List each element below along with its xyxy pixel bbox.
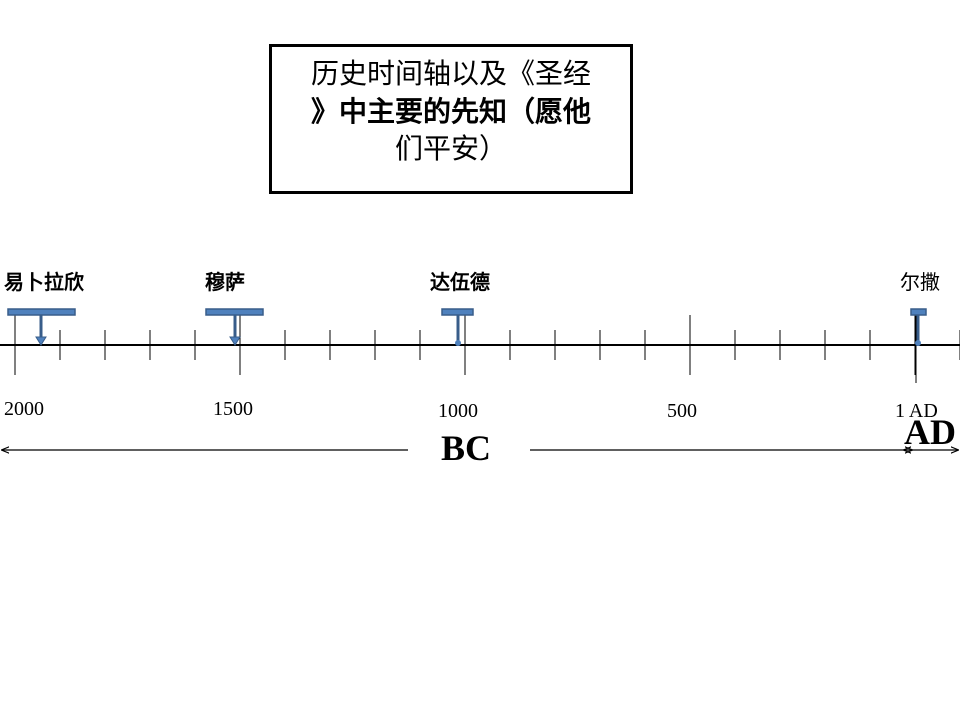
year-label-1500: 1500 <box>213 398 253 420</box>
title-box: 历史时间轴以及《圣经 》中主要的先知（愿他 们平安） <box>269 44 633 194</box>
marker-dot-dawud <box>455 340 461 346</box>
year-label-2000: 2000 <box>4 398 44 420</box>
marker-isa <box>910 308 927 346</box>
title-line-3: 们平安） <box>394 132 507 165</box>
marker-bar-musa <box>205 308 264 316</box>
era-label-ad: AD <box>904 412 956 452</box>
era-label-bc: BC <box>441 428 492 468</box>
marker-bar-ibrahim <box>7 308 76 316</box>
marker-arrow-ibrahim <box>35 336 47 346</box>
marker-dot-isa <box>915 340 921 346</box>
marker-bar-dawud <box>441 308 474 316</box>
marker-bar-isa <box>910 308 927 316</box>
marker-musa <box>205 308 264 346</box>
title-line-1: 历史时间轴以及《圣经 <box>310 57 591 90</box>
year-label-1000: 1000 <box>438 400 478 422</box>
timeline-ticks <box>14 315 960 383</box>
year-label-500: 500 <box>667 400 697 422</box>
prophet-label-ibrahim: 易卜拉欣 <box>4 270 84 294</box>
prophet-label-musa: 穆萨 <box>205 270 245 294</box>
marker-arrow-musa <box>229 336 241 346</box>
marker-ibrahim <box>7 308 76 346</box>
title-line-2: 》中主要的先知（愿他 <box>310 95 591 128</box>
prophet-label-isa: 尔撒 <box>900 270 940 294</box>
year-label-1ad: 1 AD <box>895 400 938 422</box>
marker-dawud <box>441 308 474 346</box>
prophet-label-dawud: 达伍德 <box>430 270 490 294</box>
